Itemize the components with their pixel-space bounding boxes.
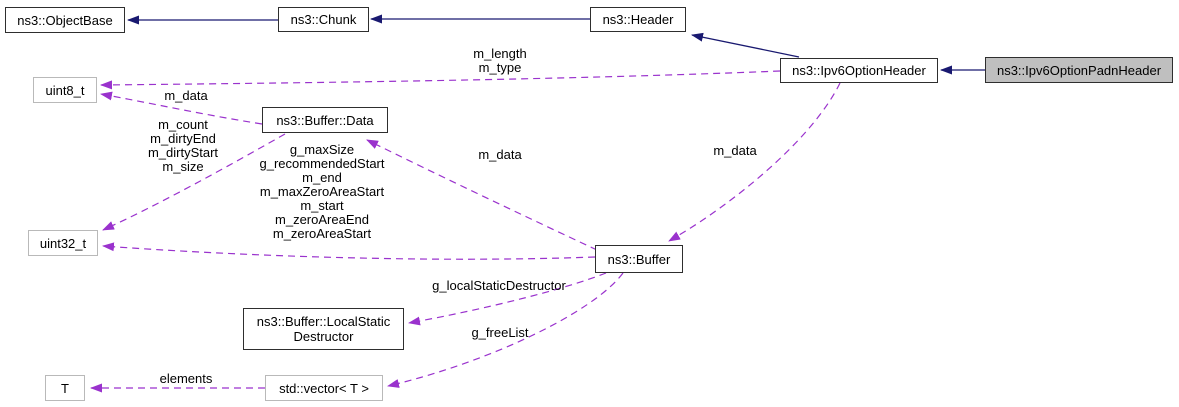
edge-label-m-length-m-type: m_length m_type xyxy=(473,46,527,75)
node-ns3-buffer[interactable]: ns3::Buffer xyxy=(595,245,683,273)
node-std-vector-t: std::vector< T > xyxy=(265,375,383,401)
edge-buffer-to-uint32 xyxy=(102,242,596,260)
edge-label-m-data-uint8: m_data xyxy=(164,88,208,103)
node-ns3-buffer-localstaticdestructor[interactable]: ns3::Buffer::LocalStatic Destructor xyxy=(243,308,404,350)
edge-optionheader-to-buffer xyxy=(668,82,841,242)
node-ns3-buffer-data[interactable]: ns3::Buffer::Data xyxy=(262,107,388,133)
edge-label-m-data-bufferdata: m_data xyxy=(478,147,522,162)
node-uint32-t: uint32_t xyxy=(28,230,98,256)
node-ns3-objectbase[interactable]: ns3::ObjectBase xyxy=(5,7,125,33)
edge-label-g-freelist: g_freeList xyxy=(471,325,529,340)
edge-label-m-data-buffer: m_data xyxy=(713,143,757,158)
edge-bufferdata-to-uint8 xyxy=(100,91,263,125)
node-ns3-ipv6optionheader[interactable]: ns3::Ipv6OptionHeader xyxy=(780,58,938,83)
node-ns3-chunk[interactable]: ns3::Chunk xyxy=(278,7,369,32)
edge-optionheader-to-header xyxy=(691,32,800,58)
node-t: T xyxy=(45,375,85,401)
node-ns3-ipv6optionpadnheader: ns3::Ipv6OptionPadnHeader xyxy=(985,57,1173,83)
edge-buffer-to-vector xyxy=(387,272,624,388)
edge-label-g-localstaticdestructor: g_localStaticDestructor xyxy=(432,278,566,293)
node-uint8-t: uint8_t xyxy=(33,77,97,103)
node-ns3-header[interactable]: ns3::Header xyxy=(590,7,686,32)
edge-optionheader-to-uint8 xyxy=(100,70,781,90)
edge-label-elements: elements xyxy=(159,371,213,386)
edge-label-bufferdata-uint32-members: m_count m_dirtyEnd m_dirtyStart m_size xyxy=(147,117,219,174)
edge-label-buffer-uint32-members: g_maxSize g_recommendedStart m_end m_max… xyxy=(259,142,385,241)
edge-bufferdata-to-uint32 xyxy=(102,133,286,231)
